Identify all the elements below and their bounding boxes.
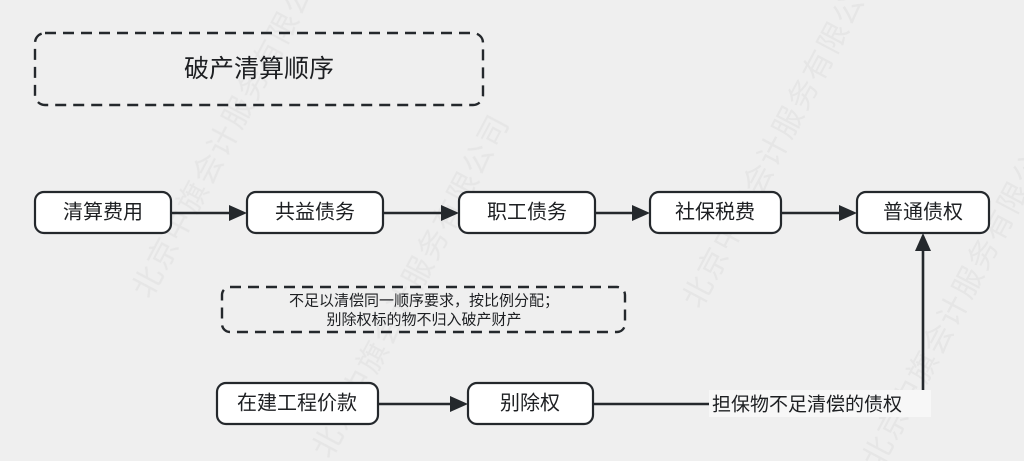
flow-node-social-insurance-tax[interactable]: 社保税费 (648, 190, 783, 235)
flow-node-label: 职工债务 (487, 200, 567, 224)
note-box-line-2: 别除权标的物不归入破产财产 (326, 311, 521, 329)
flow-node-employee-debt[interactable]: 职工债务 (457, 190, 597, 235)
flow-node-liquidation-fee[interactable]: 清算费用 (33, 190, 173, 235)
arrow-employee-to-social-insurance (595, 205, 650, 221)
flow-node-label: 清算费用 (63, 200, 143, 224)
arrow-social-insurance-to-ordinary-claim (781, 205, 857, 221)
flow-node-label: 社保税费 (675, 200, 755, 224)
edge-label-background (709, 390, 931, 417)
note-box: 不足以清偿同一顺序要求，按比例分配； 别除权标的物不归入破产财产 (220, 285, 627, 334)
arrow-liquidation-to-common-benefit (171, 205, 247, 221)
flow-node-label: 在建工程价款 (237, 391, 357, 415)
note-box-border (220, 285, 627, 334)
flow-node-construction-in-progress-payment[interactable]: 在建工程价款 (215, 381, 380, 426)
flow-node-separation-right[interactable]: 别除权 (466, 381, 595, 426)
title-box: 破产清算顺序 (33, 31, 485, 107)
flow-node-label: 共益债务 (275, 200, 355, 224)
title-box-border (33, 31, 485, 107)
arrow-common-benefit-to-employee (383, 205, 459, 221)
title-box-label: 破产清算顺序 (184, 54, 334, 83)
flow-node-common-benefit-debt[interactable]: 共益债务 (245, 190, 385, 235)
flow-node-label: 别除权 (500, 391, 560, 415)
connector-separation-right-to-ordinary-claim: 担保物不足清偿的债权 (593, 233, 931, 417)
arrow-construction-to-separation-right (378, 396, 468, 412)
flow-node-ordinary-claim[interactable]: 普通债权 (855, 190, 991, 235)
note-box-line-1: 不足以清偿同一顺序要求，按比例分配； (289, 292, 559, 310)
edge-label-guarantee-shortfall: 担保物不足清偿的债权 (712, 394, 902, 416)
flow-node-label: 普通债权 (883, 200, 963, 224)
